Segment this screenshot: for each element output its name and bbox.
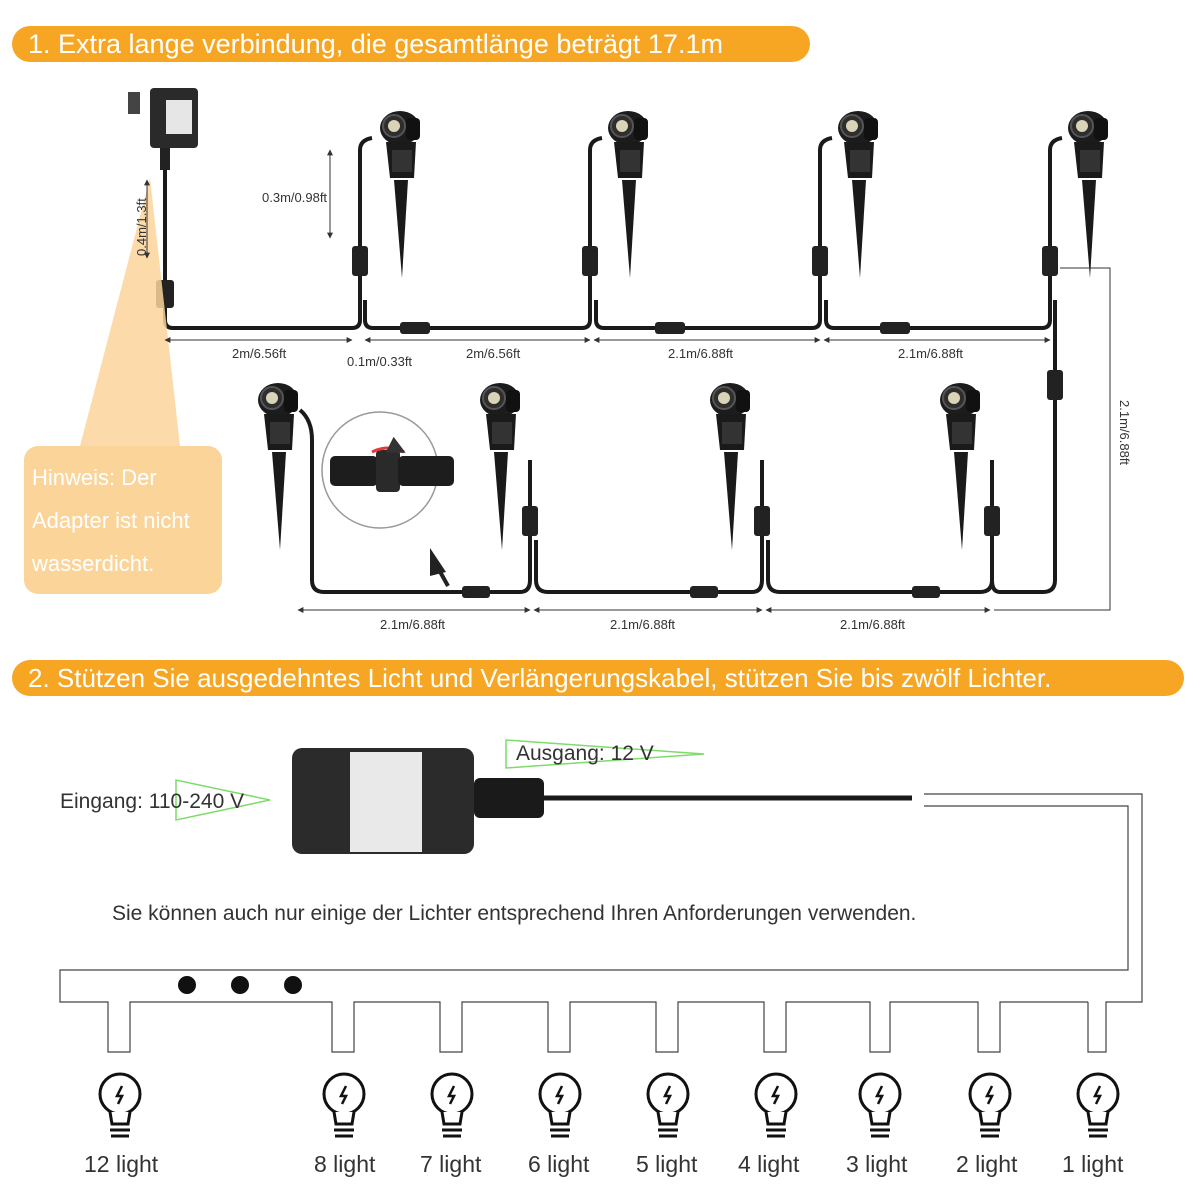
power-supply (292, 748, 912, 854)
bulb-icon (430, 1072, 474, 1138)
light-label: 6 light (528, 1151, 590, 1177)
light-label: 12 light (84, 1151, 159, 1177)
distribution-bus (59, 793, 1143, 1053)
note-line: Hinweis: Der (32, 465, 157, 490)
bulb-icon (1076, 1072, 1120, 1138)
bulb-icon (754, 1072, 798, 1138)
light-label: 1 light (1062, 1151, 1124, 1177)
spotlight (837, 110, 879, 279)
light-label: 3 light (846, 1151, 908, 1177)
light-label: 7 light (420, 1151, 482, 1177)
light-label: 5 light (636, 1151, 698, 1177)
spotlight (479, 382, 521, 551)
spotlight (709, 382, 751, 551)
section-1-banner: 1. Extra lange verbindung, die gesamtlän… (12, 26, 810, 62)
light-label: 2 light (956, 1151, 1018, 1177)
light-label: 8 light (314, 1151, 376, 1177)
dim-label: 0.1m/0.33ft (347, 354, 413, 369)
usage-hint: Sie können auch nur einige der Lichter e… (112, 902, 917, 925)
bulb-icon (646, 1072, 690, 1138)
dim-label: 2.1m/6.88ft (380, 617, 446, 632)
spotlight (1067, 110, 1109, 279)
power-adapter-plug (128, 88, 198, 170)
bulb-icon (98, 1072, 142, 1138)
dim-label: 2m/6.56ft (466, 346, 521, 361)
note-line: wasserdicht. (32, 551, 155, 576)
dim-vertical: 2.1m/6.88ft (1117, 400, 1132, 466)
dim-label: 2.1m/6.88ft (668, 346, 734, 361)
dim-stake-height: 0.3m/0.98ft (262, 190, 328, 205)
output-voltage-label: Ausgang: 12 V (516, 742, 654, 765)
dim-label: 2.1m/6.88ft (610, 617, 676, 632)
dim-adapter-cable: 0.4m/1.3ft (134, 198, 149, 256)
dim-label: 2.1m/6.88ft (840, 617, 906, 632)
light-label: 4 light (738, 1151, 800, 1177)
note-line: Adapter ist nicht (32, 508, 190, 533)
connector-detail (321, 411, 454, 529)
ellipsis-dot (231, 976, 249, 994)
bulb-icon (858, 1072, 902, 1138)
spotlight (939, 382, 981, 551)
spotlight (607, 110, 649, 279)
ellipsis-dot (284, 976, 302, 994)
input-voltage-label: Eingang: 110-240 V (60, 790, 245, 813)
dim-label: 2m/6.56ft (232, 346, 287, 361)
ellipsis-dot (178, 976, 196, 994)
dim-label: 2.1m/6.88ft (898, 346, 964, 361)
bulb-icon (538, 1072, 582, 1138)
bulb-icon (322, 1072, 366, 1138)
bulb-icon (968, 1072, 1012, 1138)
spotlight (257, 382, 299, 551)
spotlight (379, 110, 421, 279)
section-2-banner: 2. Stützen Sie ausgedehntes Licht und Ve… (12, 660, 1184, 696)
adapter-note: Hinweis: Der Adapter ist nicht wasserdic… (24, 446, 222, 594)
